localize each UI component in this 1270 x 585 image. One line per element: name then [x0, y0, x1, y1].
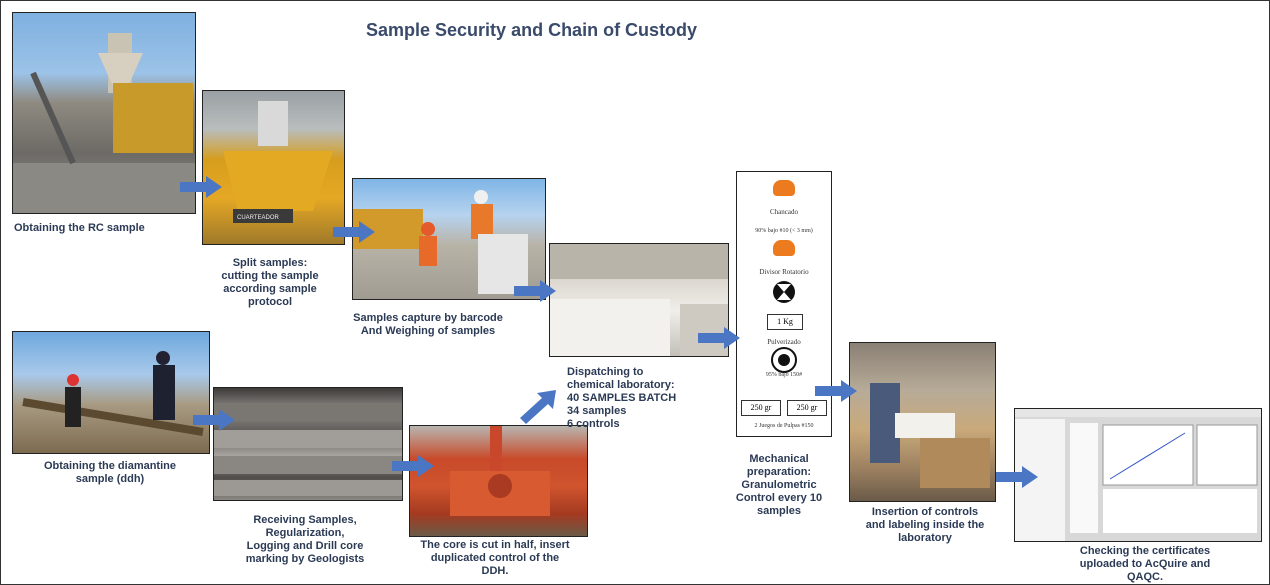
caption-receiving-line: marking by Geologists — [245, 553, 365, 565]
caption-insertion-line: Insertion of controls — [871, 506, 979, 518]
caption-insertion-line: and labeling inside the — [865, 519, 985, 531]
caption-insertion: Insertion of controls and labeling insid… — [845, 506, 1005, 545]
caption-dispatch: Dispatching to chemical laboratory: 40 S… — [567, 366, 737, 431]
flow-footer: 2 Juegos de Pulpas #150 — [754, 423, 814, 429]
caption-ddh-line: Obtaining the diamantine — [43, 460, 176, 472]
caption-ddh-line: sample (ddh) — [75, 473, 145, 485]
flow-step-divider: Divisor Rotatorio — [759, 268, 809, 276]
flow-output-right: 250 gr — [787, 400, 827, 416]
caption-receiving-line: Logging and Drill core — [246, 540, 364, 552]
caption-core-cut-line: The core is cut in half, insert — [420, 539, 570, 551]
core-saw-illustration — [450, 426, 550, 516]
caption-mechanical-line: Mechanical — [749, 453, 809, 465]
caption-checking-line: uploaded to AcQuire and — [1079, 558, 1211, 570]
flow-note-crushing: 90% bajo #10 (< 3 mm) — [755, 228, 813, 234]
flow-note-pulverizing: 95% bajo 150# — [765, 372, 803, 378]
core-cutting-photo — [409, 425, 588, 537]
caption-split-line: Split samples: — [232, 257, 308, 269]
caption-mechanical-line: Granulometric — [741, 479, 817, 491]
caption-mechanical: Mechanical preparation: Granulometric Co… — [704, 453, 854, 518]
split-sample-photo: CUARTEADOR — [202, 90, 345, 245]
caption-checking-line: QAQC. — [1126, 571, 1164, 583]
arrow-mechanical-to-insertion — [815, 380, 857, 402]
workers-illustration — [353, 190, 528, 294]
core-logging-photo — [213, 387, 403, 501]
software-window-illustration — [1015, 409, 1261, 541]
arrow-cut-to-dispatch — [520, 390, 556, 424]
caption-ddh: Obtaining the diamantine sample (ddh) — [10, 460, 210, 486]
crusher-icon — [773, 180, 795, 196]
arrow-rc-to-split — [180, 176, 222, 198]
caption-dispatch-line: 6 controls — [567, 418, 620, 430]
acquire-screenshot — [1014, 408, 1262, 542]
caption-split-line: cutting the sample — [221, 270, 319, 282]
caption-dispatch-line: 40 SAMPLES BATCH — [567, 392, 677, 404]
ddh-sample-photo — [12, 331, 210, 454]
flow-output-left: 250 gr — [741, 400, 781, 416]
caption-receiving-line: Regularization, — [265, 527, 345, 539]
caption-checking-line: Checking the certificates — [1079, 545, 1211, 557]
arrow-dispatch-to-mechanical — [698, 327, 740, 349]
caption-rc: Obtaining the RC sample — [14, 222, 145, 234]
rc-rig-illustration — [13, 33, 195, 213]
diagram-title: Sample Security and Chain of Custody — [366, 20, 698, 40]
caption-barcode: Samples capture by barcode And Weighing … — [330, 312, 526, 338]
controls-insertion-photo — [849, 342, 996, 502]
lab-worker-illustration — [870, 383, 990, 488]
caption-mechanical-line: Control every 10 — [735, 492, 823, 504]
pulverizer-icon — [771, 347, 797, 373]
caption-dispatch-line: chemical laboratory: — [567, 379, 675, 391]
arrow-core-to-cut — [392, 455, 434, 477]
caption-split: Split samples: cutting the sample accord… — [190, 257, 350, 309]
caption-mechanical-line: preparation: — [746, 466, 812, 478]
barcode-weighing-photo — [352, 178, 546, 300]
caption-mechanical-line: samples — [756, 505, 802, 517]
caption-barcode-line: And Weighing of samples — [360, 325, 496, 337]
sample-bags-illustration — [550, 244, 728, 356]
caption-receiving-line: Receiving Samples, — [253, 514, 357, 526]
caption-insertion-line: laboratory — [898, 532, 952, 544]
flow-weight-box: 1 Kg — [767, 314, 803, 330]
arrow-insertion-to-checking — [996, 466, 1038, 488]
flow-step-pulverizing: Pulverizado — [767, 338, 801, 346]
arrow-barcode-to-dispatch — [514, 280, 556, 302]
caption-core-cut-line: DDH. — [481, 565, 509, 577]
drill-rig-illustration — [22, 351, 204, 436]
caption-barcode-line: Samples capture by barcode — [353, 312, 503, 324]
cuarteador-sign: CUARTEADOR — [237, 215, 280, 221]
caption-dispatch-line: 34 samples — [567, 405, 627, 417]
sample-icon — [773, 240, 795, 256]
caption-split-line: protocol — [248, 296, 292, 308]
caption-checking: Checking the certificates uploaded to Ac… — [1060, 545, 1230, 584]
arrow-ddh-to-core — [193, 409, 235, 431]
rotary-divider-icon — [773, 281, 795, 303]
caption-receiving: Receiving Samples, Regularization, Loggi… — [200, 514, 410, 566]
caption-split-line: according sample — [223, 283, 317, 295]
riffle-splitter-illustration: CUARTEADOR — [223, 101, 333, 223]
flow-step-crushing: Chancado — [770, 208, 798, 216]
rc-sample-photo — [12, 12, 196, 214]
caption-core-cut: The core is cut in half, insert duplicat… — [390, 539, 600, 578]
arrow-split-to-barcode — [333, 221, 375, 243]
caption-core-cut-line: duplicated control of the — [430, 552, 560, 564]
core-boxes-illustration — [214, 403, 402, 496]
caption-dispatch-line: Dispatching to — [567, 366, 644, 378]
